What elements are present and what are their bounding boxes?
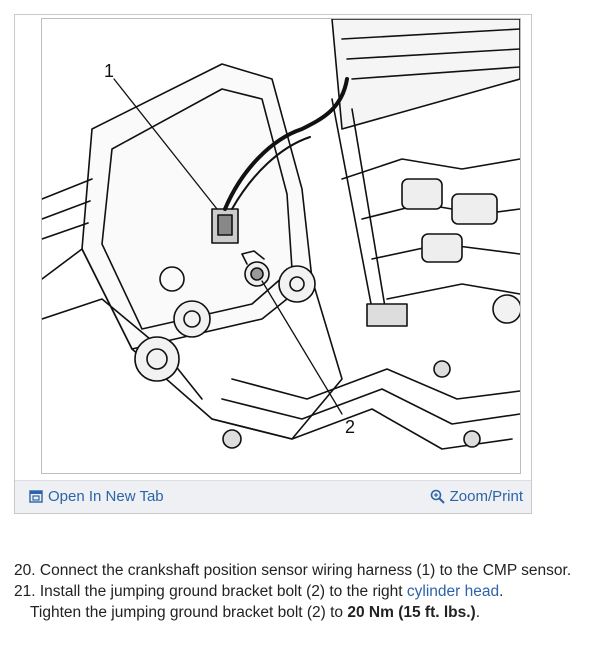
torque-value: 20 Nm (15 ft. lbs.) xyxy=(347,604,476,621)
zoom-print-link[interactable]: Zoom/Print xyxy=(430,488,523,505)
figure-container: 1 2 Open In New Tab xyxy=(14,14,532,514)
step-21: 21. Install the jumping ground bracket b… xyxy=(14,581,599,602)
open-in-new-tab-label: Open In New Tab xyxy=(48,488,164,505)
engine-diagram-image: 1 2 xyxy=(41,18,521,474)
callout-2: 2 xyxy=(345,417,355,437)
step-text: Connect the crankshaft position sensor w… xyxy=(39,562,572,579)
open-new-tab-icon xyxy=(29,490,43,503)
cylinder-head-link[interactable]: cylinder head xyxy=(406,583,500,600)
step-number: 20. xyxy=(14,562,36,579)
magnifier-icon xyxy=(430,489,445,504)
callout-1: 1 xyxy=(104,61,114,81)
figure-toolbar: Open In New Tab Zoom/Print xyxy=(15,480,531,513)
open-in-new-tab-link[interactable]: Open In New Tab xyxy=(29,488,164,505)
step-number: 21. xyxy=(14,583,36,600)
procedure-steps: 20. Connect the crankshaft position sens… xyxy=(14,560,599,623)
torque-text-end: . xyxy=(475,604,481,621)
step-21-torque: Tighten the jumping ground bracket bolt … xyxy=(14,602,599,623)
zoom-print-label: Zoom/Print xyxy=(449,488,523,505)
step-text-end: . xyxy=(499,583,504,600)
torque-text: Tighten the jumping ground bracket bolt … xyxy=(30,604,344,621)
step-20: 20. Connect the crankshaft position sens… xyxy=(14,560,599,581)
step-text: Install the jumping ground bracket bolt … xyxy=(39,583,403,600)
